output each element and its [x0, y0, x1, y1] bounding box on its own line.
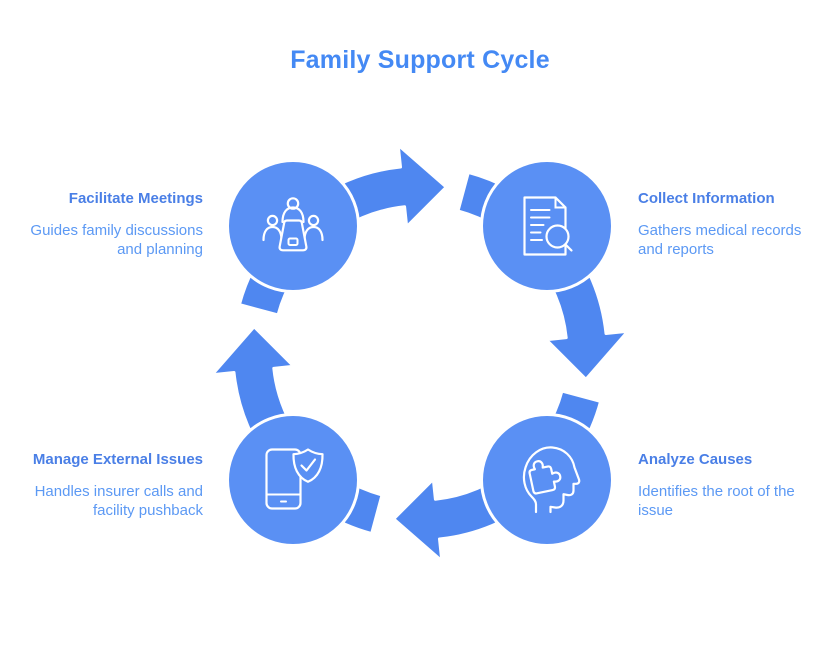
- step-description: Handles insurer calls and facility pushb…: [34, 483, 203, 519]
- phone-shield-icon: [265, 448, 324, 510]
- step-label: Analyze Causes: [638, 451, 753, 468]
- page-title: Family Support Cycle: [290, 46, 550, 74]
- step-block-analyze-causes: Analyze Causes Identifies the root of th…: [638, 451, 838, 520]
- step-description: Identifies the root of the issue: [638, 483, 795, 519]
- document-search-icon: [523, 196, 573, 256]
- head-puzzle-icon: [522, 446, 581, 514]
- step-description: Guides family discussions and planning: [30, 222, 203, 258]
- step-block-manage-external-issues: Manage External Issues Handles insurer c…: [3, 451, 203, 520]
- meeting-people-icon: [262, 197, 324, 252]
- step-label: Manage External Issues: [32, 451, 203, 468]
- node-circle-manage-external-issues: [226, 413, 360, 547]
- step-description: Gathers medical records and reports: [638, 222, 802, 258]
- step-label: Facilitate Meetings: [68, 190, 203, 207]
- step-label: Collect Information: [638, 190, 775, 207]
- step-block-collect-information: Collect Information Gathers medical reco…: [638, 190, 838, 259]
- step-block-facilitate-meetings: Facilitate Meetings Guides family discus…: [3, 190, 203, 259]
- node-circle-collect-information: [480, 159, 614, 293]
